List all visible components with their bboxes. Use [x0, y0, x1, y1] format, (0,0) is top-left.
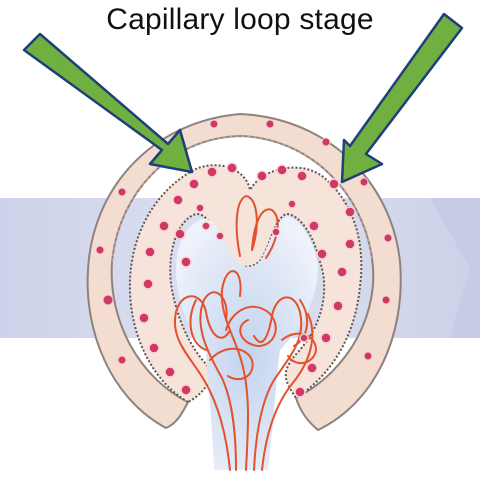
arrow-left — [24, 34, 192, 172]
arrow-right — [342, 14, 462, 182]
